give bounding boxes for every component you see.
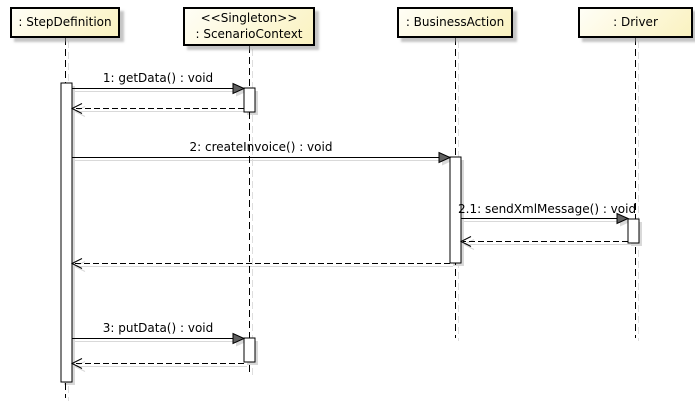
arrowhead-open bbox=[459, 236, 472, 247]
message-label-sendxmlmessage: 2.1: sendXmlMessage() : void bbox=[458, 202, 637, 216]
activation-scenariocontext-getdata bbox=[243, 87, 256, 113]
lifeline-name: : Driver bbox=[613, 14, 658, 29]
return-3-putdata-arrow bbox=[70, 358, 244, 369]
message-2-createinvoice-arrow bbox=[72, 151, 452, 164]
return-1-getdata-arrow bbox=[70, 103, 244, 114]
arrowhead-open bbox=[70, 103, 83, 114]
arrowhead-filled bbox=[232, 332, 246, 345]
arrowhead-filled bbox=[438, 151, 452, 164]
activation-driver bbox=[627, 218, 640, 244]
message-2-1-sendxmlmessage-arrow bbox=[461, 212, 630, 225]
return-2-1-sendxmlmessage-arrow bbox=[459, 236, 628, 247]
message-1-getdata-arrow bbox=[72, 82, 246, 95]
lifeline-box-stepdefinition: : StepDefinition bbox=[10, 7, 120, 38]
lifeline-name: : StepDefinition bbox=[18, 14, 112, 29]
arrowhead-open bbox=[70, 358, 83, 369]
arrowhead-open bbox=[70, 258, 83, 269]
activation-stepdefinition bbox=[60, 82, 73, 383]
activation-scenariocontext-putdata bbox=[243, 337, 256, 363]
lifeline-name: : ScenarioContext bbox=[195, 26, 303, 41]
message-label-putdata: 3: putData() : void bbox=[102, 321, 214, 335]
message-label-getdata: 1: getData() : void bbox=[102, 71, 214, 85]
arrowhead-filled bbox=[232, 82, 246, 95]
return-2-createinvoice-arrow bbox=[70, 258, 450, 269]
message-3-putdata-arrow bbox=[72, 332, 246, 345]
lifeline-name: : BusinessAction bbox=[405, 14, 505, 29]
activation-businessaction bbox=[449, 156, 462, 264]
message-label-createinvoice: 2: createInvoice() : void bbox=[189, 140, 333, 154]
lifeline-stereotype: <<Singleton>> bbox=[200, 10, 298, 25]
lifeline-box-driver: : Driver bbox=[578, 7, 693, 38]
shadow-layer bbox=[64, 41, 642, 401]
arrowhead-filled bbox=[616, 212, 630, 225]
lifeline-box-scenariocontext: <<Singleton>> : ScenarioContext bbox=[183, 7, 315, 46]
lifeline-box-businessaction: : BusinessAction bbox=[397, 7, 513, 38]
